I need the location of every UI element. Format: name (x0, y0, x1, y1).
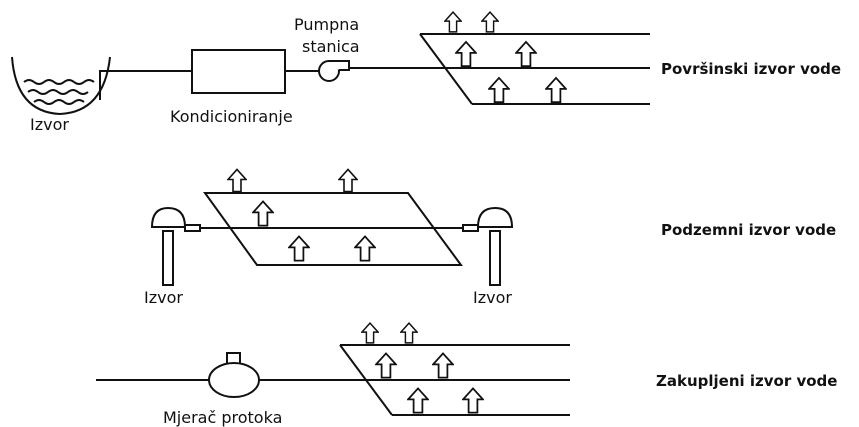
flow-meter-icon (208, 352, 260, 398)
consumer-arrow-icon (407, 387, 429, 414)
pump-station-icon (318, 60, 350, 82)
consumer-arrow-icon (361, 322, 379, 344)
well-right-label: Izvor (473, 288, 512, 307)
pump-station-label-line2: stanica (302, 37, 360, 56)
consumer-arrow-icon (227, 168, 247, 193)
consumer-arrow-icon (515, 40, 537, 68)
source-reservoir (11, 56, 192, 116)
ground-distribution-network (203, 192, 463, 266)
consumer-arrow-icon (288, 235, 310, 262)
consumer-arrow-icon (432, 352, 454, 379)
surface-distribution-network (419, 33, 650, 105)
conditioning-box (191, 49, 286, 94)
surface-water-section: Izvor Kondicioniranje Pumpna stanica Pov… (11, 11, 841, 134)
surface-source-title: Površinski izvor vode (661, 60, 841, 78)
consumer-arrow-icon (444, 11, 462, 33)
consumer-arrow-icon (545, 76, 567, 104)
consumer-arrow-icon (400, 322, 418, 344)
consumer-arrow-icon (375, 352, 397, 379)
ground-source-title: Podzemni izvor vode (661, 221, 836, 239)
flow-meter-label: Mjerač protoka (163, 408, 282, 427)
leased-distribution-network (339, 344, 570, 416)
consumer-arrow-icon (338, 168, 358, 193)
leased-source-title: Zakupljeni izvor vode (656, 372, 837, 390)
ground-water-section: Izvor Izvor Podzemni izvor vode (144, 168, 836, 307)
source-label: Izvor (30, 115, 69, 134)
left-well-icon (150, 206, 201, 286)
consumer-arrow-icon (488, 76, 510, 104)
consumer-arrow-icon (481, 11, 499, 33)
leased-water-section: Mjerač protoka Zakupljeni izvor vode (96, 322, 837, 427)
conditioning-label: Kondicioniranje (170, 107, 293, 126)
consumer-arrow-icon (462, 387, 484, 414)
pump-station-label-line1: Pumpna (294, 15, 359, 34)
right-well-icon (462, 206, 514, 286)
consumer-arrow-icon (455, 40, 477, 68)
consumer-arrow-icon (354, 235, 376, 262)
well-left-label: Izvor (144, 288, 183, 307)
consumer-arrow-icon (252, 200, 274, 227)
